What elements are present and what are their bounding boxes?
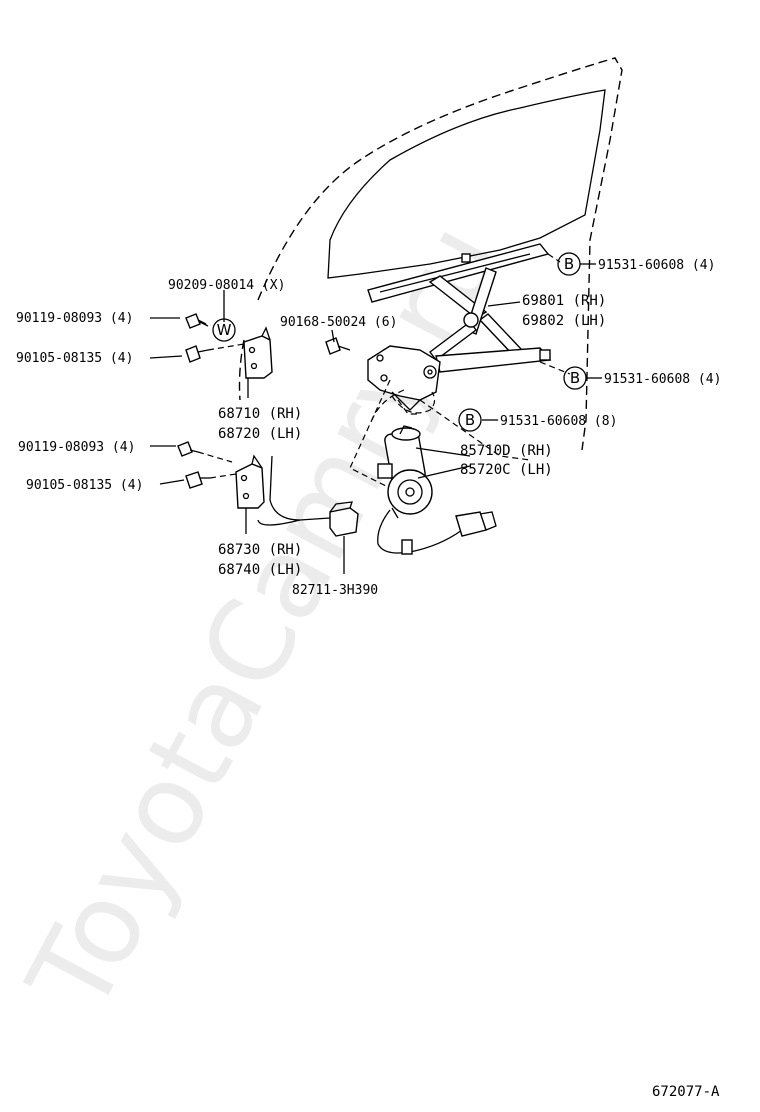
leader-lines	[149, 263, 602, 574]
door-check-wire	[257, 455, 331, 526]
callout-69801: 69801 (RH)	[522, 293, 606, 309]
sector-gear	[391, 391, 436, 414]
symbol-w-circle: W	[212, 318, 236, 342]
callout-69802: 69802 (LH)	[522, 313, 606, 329]
bolt-90168	[325, 337, 351, 355]
upper-door-hinge	[243, 326, 273, 379]
callout-85710d: 85710D (RH)	[460, 443, 553, 459]
bolt-90105-lower	[185, 471, 237, 489]
callout-82711-3h390: 82711-3H390	[292, 583, 378, 598]
callout-90209-08014: 90209-08014 (X)	[168, 278, 285, 293]
motor-harness	[377, 509, 497, 555]
bolt-90119-upper	[185, 313, 209, 329]
callout-90105-08135-upper: 90105-08135 (4)	[16, 351, 133, 366]
svg-text:B: B	[570, 369, 580, 387]
bolt-90119-lower	[177, 441, 233, 463]
window-glass	[327, 89, 606, 279]
door-frame	[238, 57, 623, 451]
callout-90168-50024: 90168-50024 (6)	[280, 315, 397, 330]
door-courtesy-switch	[329, 501, 359, 537]
callout-90105-08135-lower: 90105-08135 (4)	[26, 478, 143, 493]
svg-text:W: W	[217, 321, 232, 339]
callout-68710: 68710 (RH)	[218, 406, 302, 422]
callout-85720c: 85720C (LH)	[460, 462, 553, 478]
callout-91531-60608-b: 91531-60608 (4)	[604, 372, 721, 387]
diagram-code: 672077-A	[652, 1084, 720, 1100]
callout-91531-60608-a: 91531-60608 (4)	[598, 258, 715, 273]
callout-68740: 68740 (LH)	[218, 562, 302, 578]
window-regulator	[428, 267, 552, 373]
callout-90119-08093-upper: 90119-08093 (4)	[16, 311, 133, 326]
callout-68720: 68720 (LH)	[218, 426, 302, 442]
regulator-base-plate	[367, 345, 441, 415]
svg-text:B: B	[564, 255, 574, 273]
callout-68730: 68730 (RH)	[218, 542, 302, 558]
symbol-b-circle-1: B	[557, 252, 581, 276]
symbol-b-circle-3: B	[458, 408, 482, 432]
bolt-90105-upper	[185, 343, 245, 363]
power-window-motor	[377, 425, 433, 519]
symbol-b-circle-2: B	[563, 366, 587, 390]
callout-90119-08093-lower: 90119-08093 (4)	[18, 440, 135, 455]
svg-text:B: B	[465, 411, 475, 429]
callout-91531-60608-c: 91531-60608 (8)	[500, 414, 617, 429]
lower-door-hinge	[235, 454, 265, 509]
